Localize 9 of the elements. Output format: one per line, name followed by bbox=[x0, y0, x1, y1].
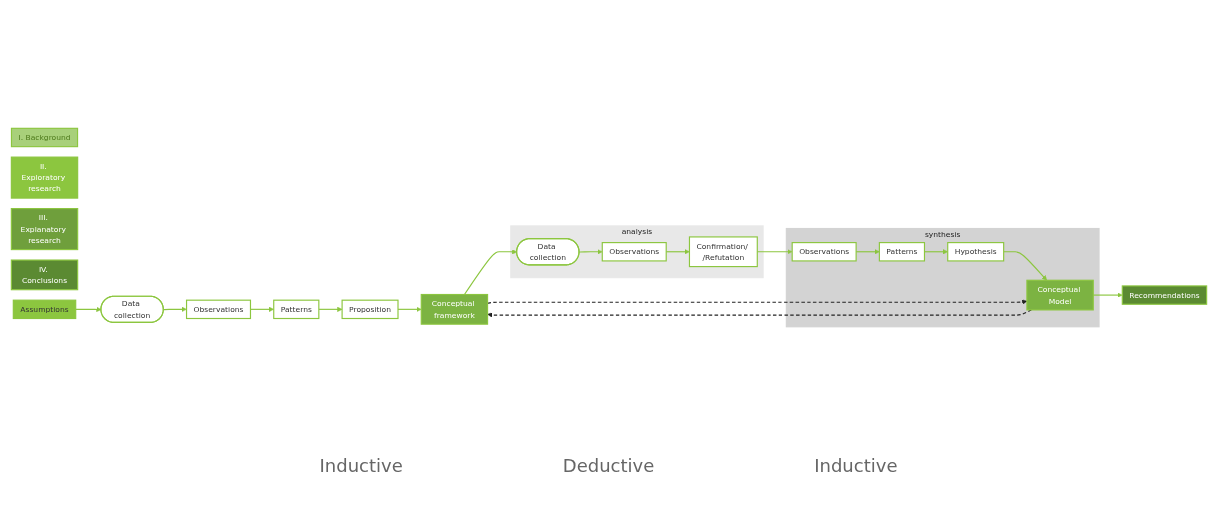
arrow bbox=[463, 249, 517, 295]
arrow bbox=[162, 306, 187, 312]
direction-label: Deductive bbox=[562, 455, 655, 476]
arrow bbox=[756, 249, 792, 255]
arrow bbox=[249, 306, 274, 312]
direction-label: Inductive bbox=[319, 455, 403, 476]
direction-label: Inductive bbox=[814, 455, 898, 476]
arrow bbox=[578, 249, 602, 255]
arrow bbox=[923, 249, 948, 255]
